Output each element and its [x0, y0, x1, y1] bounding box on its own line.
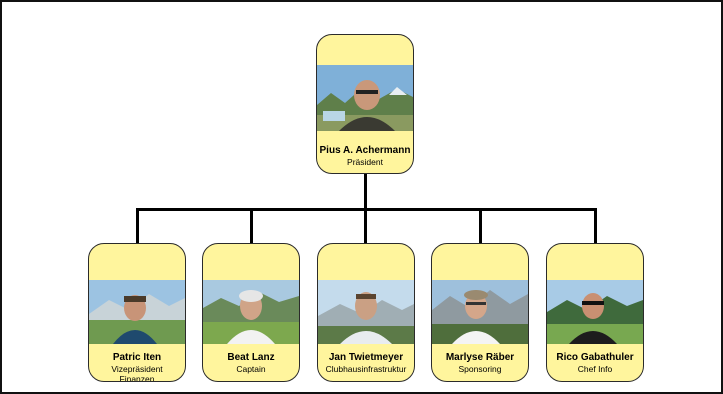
member-role-line-1: Sponsoring	[458, 364, 502, 374]
connector-member-1	[136, 208, 139, 244]
president-photo	[317, 65, 413, 131]
member-role-line-2: Finanzen	[119, 374, 155, 382]
connector-member-5	[594, 208, 597, 244]
member-card: Beat Lanz Captain	[202, 243, 300, 382]
president-name: Pius A. Achermann	[319, 145, 411, 156]
member-name: Jan Twietmeyer	[328, 352, 404, 363]
member-photo	[89, 280, 185, 344]
member-name: Rico Gabathuler	[556, 352, 634, 363]
member-name: Marlyse Räber	[445, 352, 515, 363]
member-card: Rico Gabathuler Chef Info	[546, 243, 644, 382]
member-photo	[203, 280, 299, 344]
president-card: Pius A. Achermann Präsident	[316, 34, 414, 174]
member-photo	[432, 280, 528, 344]
president-role: Präsident	[347, 157, 383, 167]
member-name: Beat Lanz	[227, 352, 275, 363]
connector-member-4	[479, 208, 482, 244]
member-role-line-1: Vizepräsident	[111, 364, 163, 374]
connector-member-2	[250, 208, 253, 244]
member-card: Patric Iten Vizepräsident Finanzen	[88, 243, 186, 382]
member-role-line-1: Captain	[236, 364, 266, 374]
member-card: Jan Twietmeyer Clubhausinfrastruktur	[317, 243, 415, 382]
connector-member-3	[364, 208, 367, 244]
member-photo	[547, 280, 643, 344]
member-card: Marlyse Räber Sponsoring	[431, 243, 529, 382]
member-role-line-1: Clubhausinfrastruktur	[325, 364, 407, 374]
member-photo	[318, 280, 414, 344]
member-name: Patric Iten	[112, 352, 162, 363]
member-role-line-1: Chef Info	[577, 364, 613, 374]
connector-president-down	[364, 173, 367, 210]
